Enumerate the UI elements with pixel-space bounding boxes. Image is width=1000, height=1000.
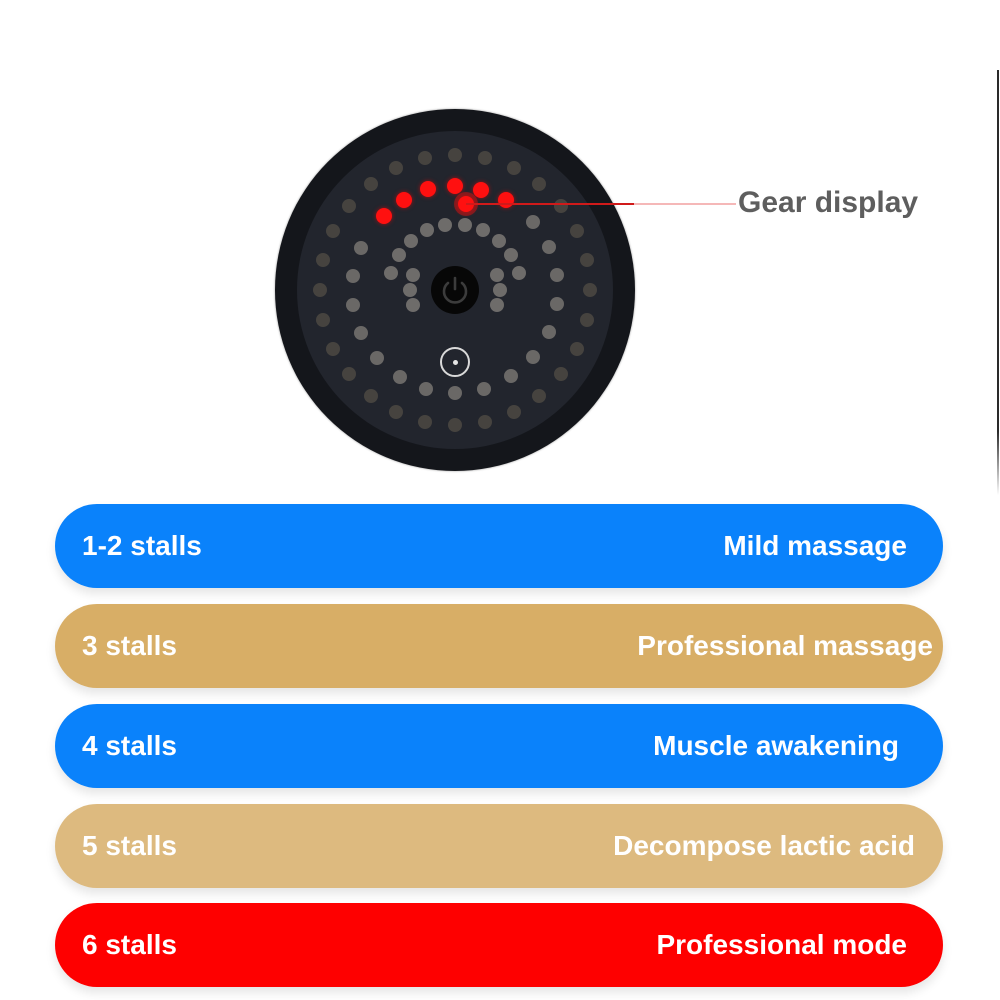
indicator-dot	[569, 224, 584, 239]
indicator-dot	[532, 177, 547, 192]
indicator-dot	[532, 388, 547, 403]
indicator-dot	[525, 215, 540, 230]
indicator-dot	[370, 350, 385, 365]
indicator-dot	[354, 240, 369, 255]
indicator-dot	[511, 265, 526, 280]
indicator-dot	[553, 367, 568, 382]
indicator-dot	[579, 313, 594, 328]
active-gear-indicator	[447, 178, 463, 194]
stall-count-label: 3 stalls	[82, 630, 177, 661]
indicator-dot	[504, 248, 519, 263]
stall-level-bar: 1-2 stalls Mild massage	[55, 504, 943, 588]
indicator-dot	[491, 233, 506, 248]
indicator-dot	[420, 223, 435, 238]
stall-level-bar: 6 stalls Professional mode	[55, 903, 943, 987]
stall-count-label: 5 stalls	[82, 830, 177, 861]
callout-line	[466, 203, 634, 205]
indicator-dot	[549, 268, 564, 283]
indicator-dot	[438, 217, 453, 232]
gear-display-label: Gear display	[738, 186, 919, 219]
indicator-dot	[405, 298, 420, 313]
massage-mode-label: Muscle awakening	[653, 730, 899, 761]
mode-ring-icon	[452, 359, 458, 365]
indicator-dot	[506, 161, 521, 176]
massage-mode-label: Professional massage	[637, 630, 933, 661]
indicator-dot	[346, 268, 360, 283]
stall-level-bar: 4 stalls Muscle awakening	[55, 704, 943, 788]
stall-level-bar: 5 stalls Decompose lactic acid	[55, 804, 943, 888]
active-gear-indicator	[396, 192, 412, 208]
active-gear-indicator	[420, 181, 436, 197]
indicator-dot	[569, 341, 584, 356]
indicator-dot	[346, 297, 361, 312]
indicator-dot	[417, 414, 432, 429]
indicator-dot	[316, 313, 331, 328]
stall-level-bar: 3 stalls Professional massage	[55, 604, 943, 688]
power-icon	[442, 276, 468, 304]
indicator-dot	[448, 148, 462, 162]
indicator-dot	[490, 267, 505, 282]
active-gear-indicator	[473, 182, 489, 198]
indicator-dot	[363, 177, 378, 192]
indicator-dot	[477, 381, 492, 396]
indicator-dot	[493, 283, 507, 297]
indicator-dot	[478, 414, 493, 429]
indicator-dot	[490, 298, 505, 313]
indicator-dot	[448, 418, 462, 432]
massage-mode-label: Mild massage	[723, 530, 907, 561]
indicator-dot	[326, 224, 341, 239]
stall-count-label: 1-2 stalls	[82, 530, 202, 561]
indicator-dot	[313, 283, 327, 297]
indicator-dot	[405, 267, 420, 282]
indicator-dot	[541, 325, 556, 340]
power-button[interactable]	[431, 266, 479, 314]
active-gear-indicator	[376, 208, 392, 224]
indicator-dot	[475, 223, 490, 238]
indicator-dot	[316, 252, 331, 267]
stall-count-label: 6 stalls	[82, 929, 177, 960]
indicator-dot	[363, 388, 378, 403]
indicator-dot	[541, 239, 556, 254]
massage-mode-label: Decompose lactic acid	[613, 830, 915, 861]
indicator-dot	[549, 297, 564, 312]
indicator-dot	[553, 198, 568, 213]
massage-mode-label: Professional mode	[656, 929, 907, 960]
indicator-dot	[354, 326, 369, 341]
cut-off-title	[100, 0, 900, 4]
indicator-dot	[478, 151, 493, 166]
indicator-dot	[506, 404, 521, 419]
indicator-dot	[391, 248, 406, 263]
indicator-dot	[419, 381, 434, 396]
indicator-dot	[342, 367, 357, 382]
indicator-dot	[392, 369, 407, 384]
mode-button[interactable]	[440, 347, 470, 377]
indicator-dot	[503, 369, 518, 384]
indicator-dot	[384, 265, 399, 280]
indicator-dot	[579, 252, 594, 267]
indicator-dot	[583, 283, 597, 297]
indicator-dot	[326, 341, 341, 356]
indicator-dot	[417, 151, 432, 166]
indicator-dot	[403, 283, 417, 297]
active-gear-indicator	[498, 192, 514, 208]
indicator-dot	[342, 198, 357, 213]
indicator-dot	[448, 385, 463, 400]
indicator-dot	[389, 161, 404, 176]
stall-count-label: 4 stalls	[82, 730, 177, 761]
edge-divider	[997, 70, 999, 495]
indicator-dot	[457, 217, 472, 232]
indicator-dot	[526, 350, 541, 365]
indicator-dot	[389, 404, 404, 419]
indicator-dot	[404, 233, 419, 248]
callout-line-extension	[634, 203, 736, 205]
